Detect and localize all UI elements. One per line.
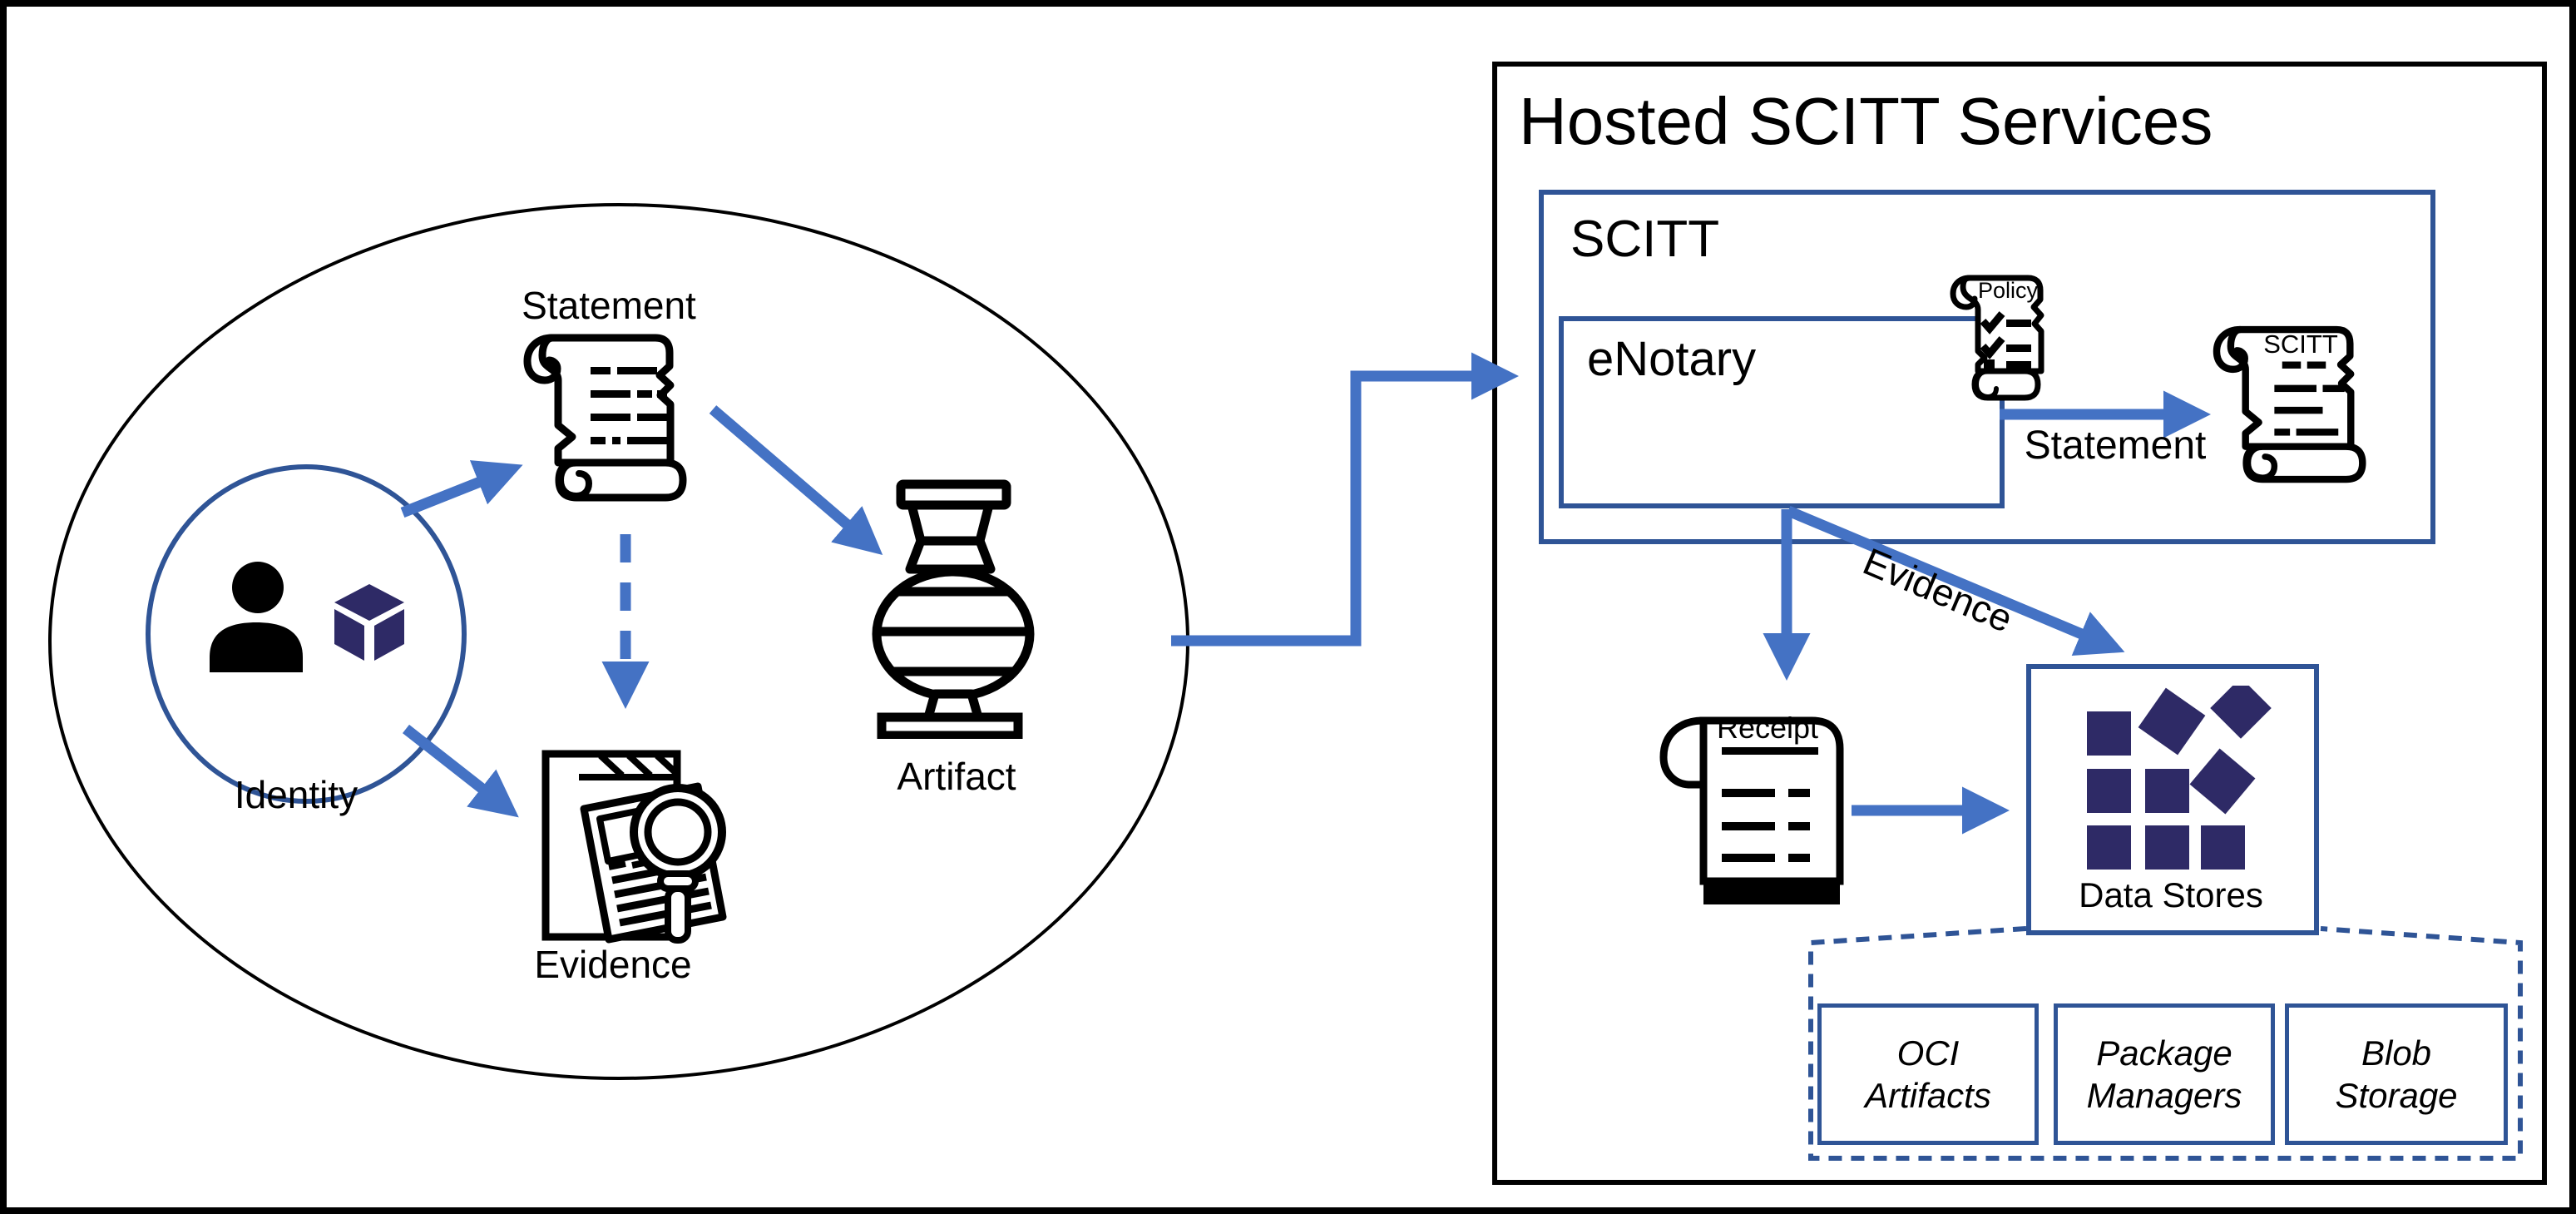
statement-arrow-label: Statement — [2024, 424, 2207, 468]
store-box-blob: Blob Storage — [2285, 1003, 2508, 1145]
hosted-title: Hosted SCITT Services — [1519, 84, 2213, 158]
identity-label: Identity — [234, 773, 358, 816]
artifact-vase-icon — [872, 479, 1035, 739]
scitt-scroll-label: SCITT — [2263, 330, 2338, 359]
arrow-ellipse-to-enotary — [1171, 352, 1520, 647]
person-icon — [210, 562, 303, 672]
data-stores-icon — [2087, 686, 2272, 870]
store-package-line1: Package — [2096, 1033, 2232, 1073]
enotary-box — [1559, 316, 2005, 508]
policy-scroll-label: Policy — [1977, 278, 2039, 303]
store-oci-line1: OCI — [1896, 1033, 1960, 1073]
store-box-package: Package Managers — [2054, 1003, 2275, 1145]
evidence-icon — [541, 750, 727, 944]
store-package-line2: Managers — [2086, 1076, 2242, 1115]
store-blob-line1: Blob — [2361, 1033, 2432, 1073]
store-oci-line2: Artifacts — [1865, 1076, 1991, 1115]
identity-circle — [146, 464, 467, 804]
receipt-icon — [1659, 716, 1844, 904]
data-stores-label: Data Stores — [2079, 875, 2263, 914]
store-box-oci: OCI Artifacts — [1817, 1003, 2039, 1145]
scitt-scroll-icon — [2213, 325, 2366, 483]
statement-label: Statement — [522, 284, 696, 327]
statement-scroll-icon — [523, 334, 687, 502]
evidence-label: Evidence — [534, 943, 692, 986]
artifact-label: Artifact — [897, 755, 1016, 798]
policy-scroll-icon — [1950, 275, 2044, 401]
scitt-box-label: SCITT — [1570, 211, 1720, 268]
store-blob-line2: Storage — [2335, 1076, 2458, 1115]
receipt-label: Receipt — [1716, 711, 1819, 745]
enotary-label: eNotary — [1587, 332, 1757, 386]
cube-icon — [334, 584, 404, 661]
